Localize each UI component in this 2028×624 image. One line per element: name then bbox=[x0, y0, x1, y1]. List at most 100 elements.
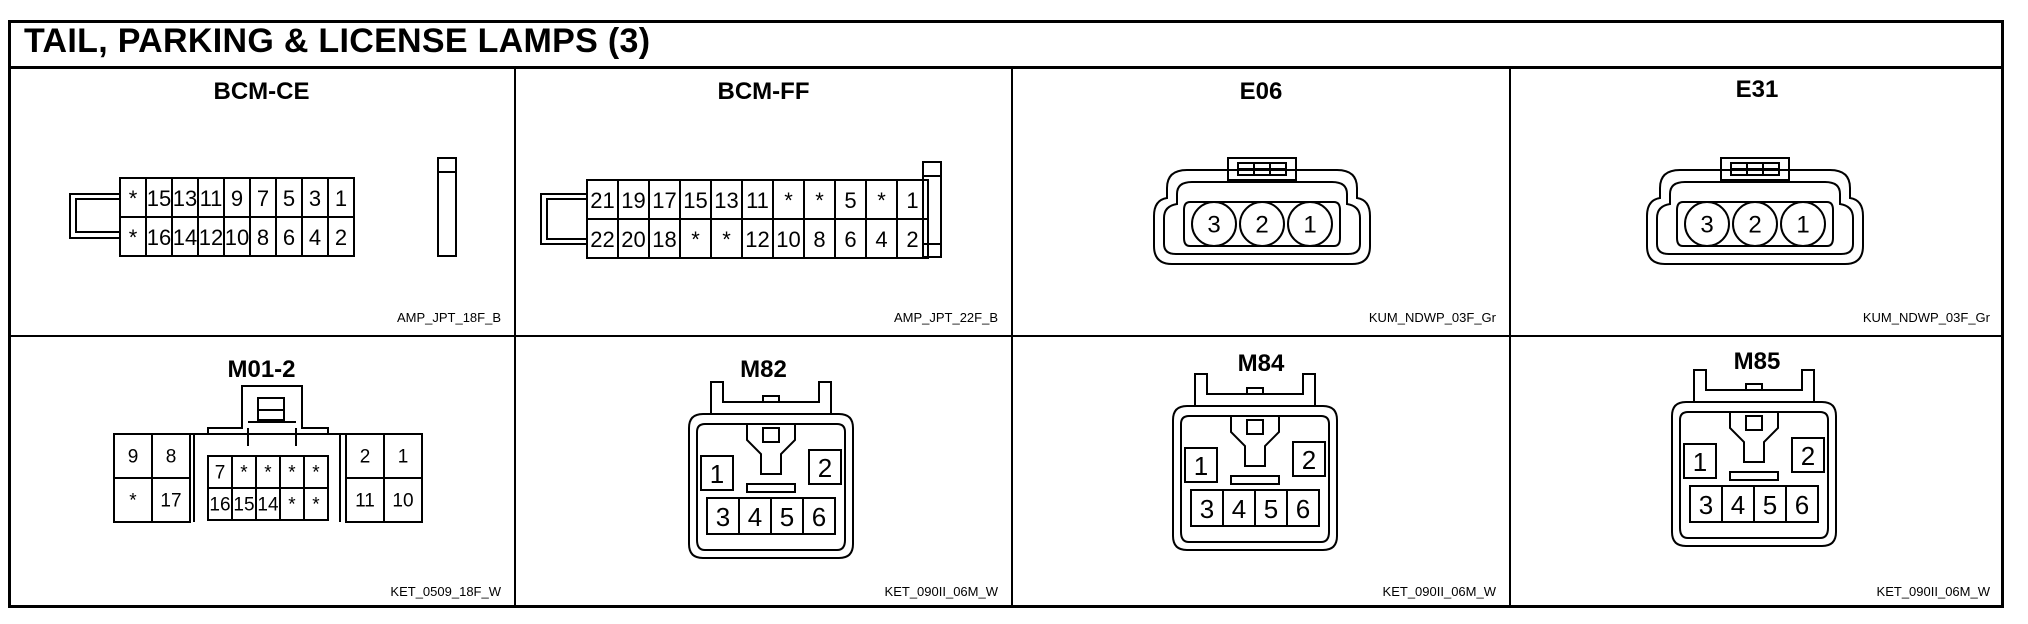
part-number: KET_0509_18F_W bbox=[390, 584, 501, 599]
latch bbox=[1693, 369, 1815, 402]
latch bbox=[710, 381, 832, 414]
connector-name: M85 bbox=[1733, 348, 1781, 375]
pin-label: * bbox=[877, 188, 886, 213]
pin-cell bbox=[1791, 437, 1825, 473]
pin-label: 17 bbox=[652, 188, 676, 213]
connector-name: M82 bbox=[740, 356, 787, 383]
pin-label: 14 bbox=[257, 495, 279, 516]
pin-cell bbox=[1292, 441, 1326, 477]
pin-block bbox=[119, 177, 355, 257]
right-tab bbox=[922, 161, 942, 258]
pin-label: 3 bbox=[309, 186, 321, 211]
pin-label: 8 bbox=[257, 225, 269, 250]
pin-cell bbox=[1184, 447, 1218, 483]
connector-name: M01-2 bbox=[227, 356, 296, 383]
pin-label: 1 bbox=[335, 186, 347, 211]
pin-label: 4 bbox=[1731, 490, 1745, 520]
pin-label: 2 bbox=[1748, 212, 1761, 239]
connector-name: M84 bbox=[1237, 350, 1285, 377]
pin-label: 13 bbox=[173, 186, 197, 211]
pin-label: 9 bbox=[128, 447, 139, 468]
pin-label: 5 bbox=[844, 188, 856, 213]
pin-label: * bbox=[312, 463, 320, 484]
pin-cell bbox=[700, 455, 734, 491]
pin-label: 16 bbox=[209, 495, 230, 516]
pin-label: 5 bbox=[1763, 490, 1777, 520]
pin-label: * bbox=[264, 463, 272, 484]
connector-name: BCM-CE bbox=[213, 78, 310, 105]
pin-label: 1 bbox=[710, 459, 724, 489]
key-window bbox=[1745, 415, 1763, 431]
pin-cell bbox=[303, 487, 329, 521]
connector-name: BCM-FF bbox=[717, 78, 810, 105]
pin-label: * bbox=[129, 491, 137, 512]
pin-label: 1 bbox=[398, 447, 409, 468]
latch bbox=[546, 198, 587, 240]
pin-label: 6 bbox=[1795, 490, 1809, 520]
pin-label: 20 bbox=[621, 227, 645, 252]
part-number: KET_090II_06M_W bbox=[884, 584, 998, 599]
part-number: KUM_NDWP_03F_Gr bbox=[1862, 310, 1990, 325]
key-bar bbox=[1230, 475, 1280, 485]
housing-inner bbox=[1163, 181, 1361, 255]
lock-tab bbox=[1227, 157, 1297, 181]
pin-label: 14 bbox=[173, 225, 197, 250]
pin-label: 5 bbox=[283, 186, 295, 211]
pin-label: 12 bbox=[199, 225, 223, 250]
pin-label: 12 bbox=[745, 227, 769, 252]
pin-label: 4 bbox=[875, 227, 887, 252]
pin-label: 1 bbox=[1693, 447, 1707, 477]
pin-label: 6 bbox=[844, 227, 856, 252]
pin-cell bbox=[802, 497, 836, 535]
pin-label: * bbox=[288, 463, 296, 484]
pin-label: 2 bbox=[335, 225, 347, 250]
pin-label: 5 bbox=[780, 502, 794, 532]
pin-frame bbox=[1676, 201, 1834, 247]
pin-label: 13 bbox=[714, 188, 738, 213]
pin-label: 10 bbox=[225, 225, 249, 250]
pin-label: 8 bbox=[166, 447, 177, 468]
pin-label: * bbox=[312, 495, 320, 516]
housing-inner bbox=[1679, 411, 1829, 539]
pin-label: * bbox=[722, 227, 731, 252]
part-number: KET_090II_06M_W bbox=[1382, 584, 1496, 599]
pin-label: 16 bbox=[147, 225, 171, 250]
key-bar bbox=[1729, 471, 1779, 481]
pin-label: 8 bbox=[813, 227, 825, 252]
pin-label: 17 bbox=[160, 491, 181, 512]
pin-cell bbox=[808, 449, 842, 485]
pin-label: 15 bbox=[683, 188, 707, 213]
latch bbox=[75, 198, 120, 233]
pin-label: 4 bbox=[748, 502, 762, 532]
pin-label: * bbox=[815, 188, 824, 213]
pin-label: 15 bbox=[147, 186, 171, 211]
title-bar bbox=[8, 20, 2004, 66]
key bbox=[1729, 412, 1779, 463]
housing-outline bbox=[193, 434, 341, 522]
pin-label: 10 bbox=[776, 227, 800, 252]
grid-lines bbox=[8, 66, 2004, 608]
latch-slot bbox=[1745, 383, 1763, 391]
pin-label: * bbox=[288, 495, 296, 516]
pin-label: 4 bbox=[1232, 494, 1246, 524]
part-number: KET_090II_06M_W bbox=[1876, 584, 1990, 599]
housing-outline bbox=[1153, 169, 1371, 265]
pin-label: 7 bbox=[215, 463, 226, 484]
pin-label: 7 bbox=[257, 186, 269, 211]
pin-label: 1 bbox=[1796, 212, 1809, 239]
pin-cell bbox=[1683, 443, 1717, 479]
key-window bbox=[762, 427, 780, 443]
pin-label: 18 bbox=[652, 227, 676, 252]
pin-label: 3 bbox=[1699, 490, 1713, 520]
